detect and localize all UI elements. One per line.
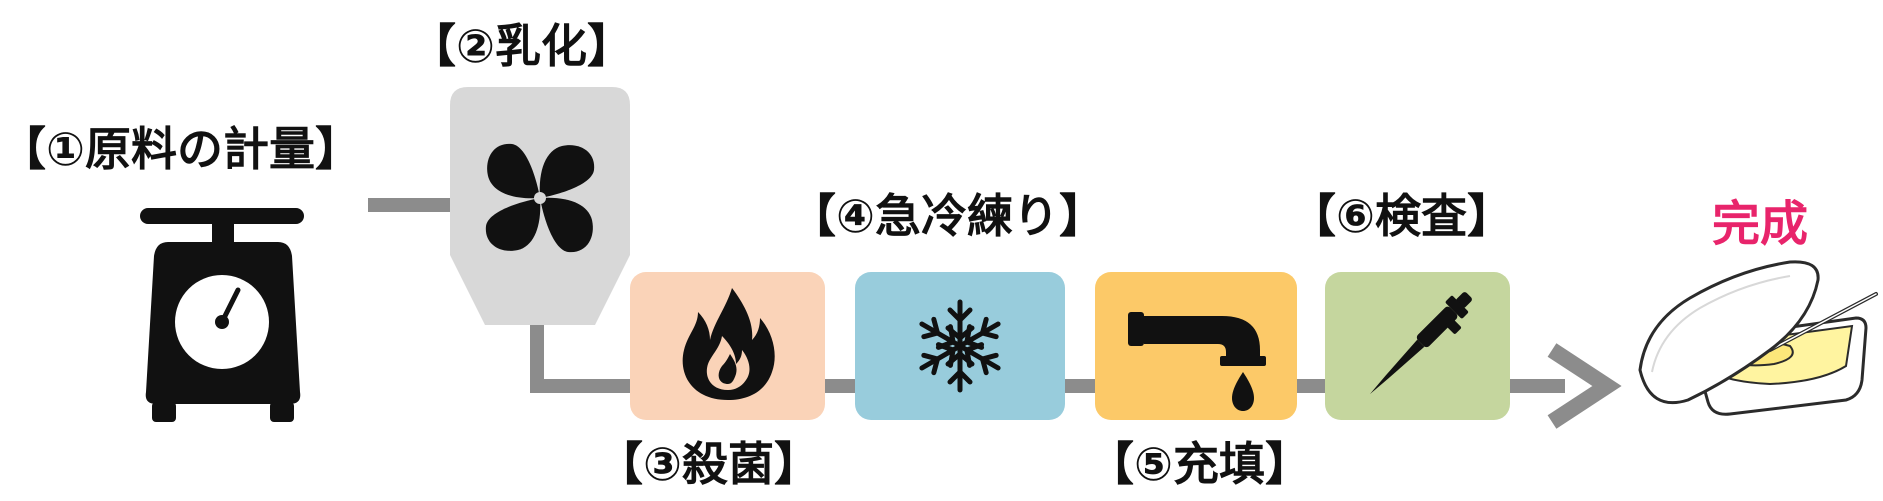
- margarine-tub-icon: [1638, 260, 1878, 416]
- step-5-label: 【⑤充填】: [1088, 437, 1311, 491]
- fan-blade-icon: [485, 143, 595, 253]
- step-2-label: 【②乳化】: [410, 19, 633, 73]
- faucet-icon: [1128, 312, 1266, 411]
- arrow-head-icon: [1547, 343, 1622, 429]
- step-3-label: 【③殺菌】: [597, 437, 820, 491]
- flame-icon: [682, 288, 775, 400]
- filling-box: [1095, 272, 1297, 420]
- emulsifier-mixer-icon: [450, 87, 630, 325]
- step-6-label: 【⑥検査】: [1290, 189, 1513, 243]
- connector-mixer-to-sterilize: [530, 315, 630, 393]
- step-4-label: 【④急冷練り】: [790, 189, 1105, 243]
- pipette-icon: [1369, 292, 1472, 395]
- snowflake-icon: [919, 299, 1001, 393]
- connector-lines: [368, 198, 1565, 393]
- kitchen-scale-icon: [140, 208, 304, 422]
- step-1-label: 【①原料の計量】: [0, 122, 361, 176]
- result-label: 完成: [1712, 196, 1808, 252]
